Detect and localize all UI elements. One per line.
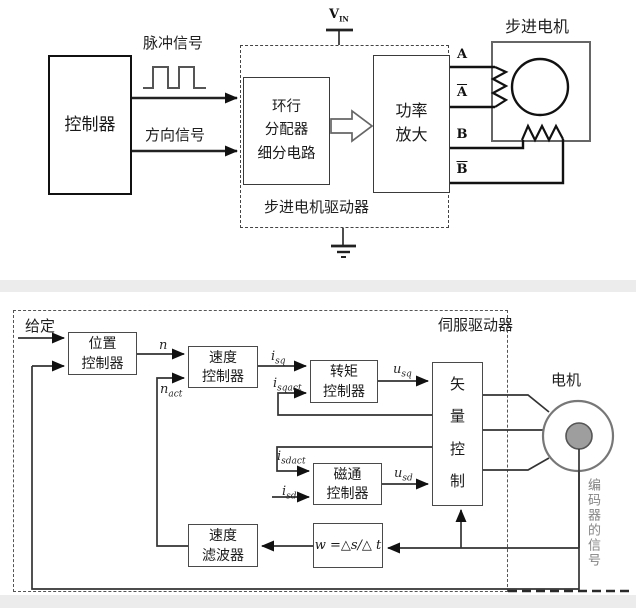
isq-base: i <box>271 349 276 364</box>
position-box-line2: 控制器 <box>81 354 124 371</box>
position-controller-box: 位置 控制器 <box>68 332 137 375</box>
vin-label: VIN <box>329 7 349 24</box>
isqact-base: i <box>273 376 278 391</box>
isd-label: isd <box>282 484 297 502</box>
flux-box-line2: 控制器 <box>326 485 369 501</box>
setpoint-label: 给定 <box>25 318 56 335</box>
filter-box-line2: 滤波器 <box>202 546 244 563</box>
winding-a-coil <box>490 65 509 108</box>
vector-box-char4: 制 <box>449 473 465 491</box>
power-box-line2: 放大 <box>395 127 428 144</box>
stepper-motor-label: 步进电机 <box>505 19 570 36</box>
w-formula-text: w =△s/△ t <box>314 537 382 553</box>
phase-a-label: A <box>456 47 468 62</box>
phase-b-bar-label: B <box>456 162 468 177</box>
speed-box-line2: 控制器 <box>202 368 244 384</box>
speed-controller-box: 速度 控制器 <box>188 346 258 388</box>
isd-sub: sd <box>286 491 297 502</box>
phase-b-wire <box>450 140 525 150</box>
bottom-band <box>0 595 636 608</box>
usq-base: u <box>393 362 402 377</box>
isdact-base: i <box>277 449 282 464</box>
speed-filter-box: 速度 滤波器 <box>188 524 258 567</box>
vector-box-char3: 控 <box>449 440 465 458</box>
top-diagram-art <box>132 28 591 258</box>
isdact-sub: sdact <box>281 456 306 467</box>
bottom-diagram-art <box>18 332 634 593</box>
feedback-line <box>31 366 580 590</box>
controller-box: 控制器 <box>48 55 132 195</box>
motor-label: 电机 <box>551 372 582 389</box>
isqact-line <box>277 387 432 416</box>
torque-box-line2: 控制器 <box>323 382 365 399</box>
vin-base: V <box>329 7 340 22</box>
w-formula-box: w =△s/△ t <box>313 523 383 568</box>
motor-phase-line-3 <box>483 457 550 471</box>
isqact-label: isqact <box>273 376 302 394</box>
usd-sub: sd <box>402 473 413 484</box>
power-box-line1: 功率 <box>395 103 428 120</box>
usd-base: u <box>394 466 403 481</box>
ring-box-line2: 分配器 <box>264 122 309 139</box>
isq-label: isq <box>271 349 286 367</box>
usd-label: usd <box>394 466 413 484</box>
direction-signal-label: 方向信号 <box>145 127 206 144</box>
vin-sub: IN <box>339 14 349 24</box>
torque-box-line1: 转矩 <box>330 363 358 380</box>
isqact-sub: sqact <box>277 383 302 394</box>
nact-base: n <box>160 382 169 397</box>
isdact-label: isdact <box>277 449 306 467</box>
ring-box-line3: 细分电路 <box>257 145 316 162</box>
rotor-circle <box>565 422 593 450</box>
stepper-driver-label: 步进电机驱动器 <box>264 199 370 216</box>
vector-box-char1: 矢 <box>449 375 465 393</box>
servo-driver-label: 伺服驱动器 <box>438 317 514 334</box>
ring-distributor-box: 环行 分配器 细分电路 <box>243 77 330 185</box>
usq-label: usq <box>393 362 412 380</box>
nact-sub: act <box>168 389 183 400</box>
position-box-line1: 位置 <box>88 335 117 352</box>
stepper-rotor-circle <box>510 57 570 117</box>
phase-b-bar-wire <box>450 139 565 185</box>
usq-sub: sq <box>401 369 412 380</box>
servo-driver-dashed-box <box>13 310 508 592</box>
n-base: n <box>159 338 168 353</box>
flux-box-line1: 磁通 <box>333 465 362 482</box>
nact-line <box>156 372 188 547</box>
phase-b-label: B <box>456 127 468 142</box>
isq-sub: sq <box>275 356 286 367</box>
vector-control-box: 矢 量 控 制 <box>432 362 483 506</box>
n-label: n <box>159 338 167 356</box>
ring-box-line1: 环行 <box>272 99 301 116</box>
motor-phase-line-1 <box>483 394 550 413</box>
encoder-signal-label: 编码器的信号 <box>586 478 601 568</box>
vector-box-char2: 量 <box>449 408 465 426</box>
flux-controller-box: 磁通 控制器 <box>313 463 382 505</box>
nact-label: nact <box>160 382 182 400</box>
separator-band <box>0 280 636 292</box>
controller-label: 控制器 <box>64 115 116 135</box>
phase-a-bar-label: A <box>456 85 468 100</box>
power-amp-box: 功率 放大 <box>373 55 450 193</box>
isd-base: i <box>282 484 287 499</box>
torque-controller-box: 转矩 控制器 <box>310 360 378 403</box>
isdact-line <box>276 446 432 477</box>
speed-box-line1: 速度 <box>209 348 237 365</box>
filter-box-line1: 速度 <box>209 527 237 544</box>
winding-b-coil <box>520 123 564 143</box>
block-arrow <box>330 109 374 143</box>
pulse-waveform <box>143 66 206 89</box>
pulse-signal-label: 脉冲信号 <box>143 35 204 52</box>
